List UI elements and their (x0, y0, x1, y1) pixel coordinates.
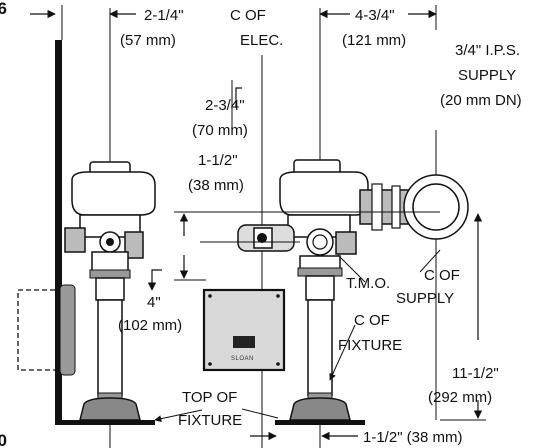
fixture-cl-line1: C OF (354, 312, 390, 329)
figure-number-top: 36 (0, 0, 7, 18)
hidden-fixture-outline (17, 289, 59, 371)
tmo-leader (337, 254, 366, 283)
supply-spec-line3: (20 mm DN) (440, 92, 522, 109)
dim-bottom-label: 1-1/2" (38 mm) (363, 429, 463, 446)
supply-spec-line2: SUPPLY (458, 67, 516, 84)
dim-4-3-4-metric: (121 mm) (342, 32, 406, 49)
supply-cl-line2: SUPPLY (396, 290, 454, 307)
dim-11-1-2-label: 11-1/2" (452, 365, 499, 382)
dim-4-label: 4" (147, 294, 161, 311)
tmo-label: T.M.O. (346, 275, 390, 292)
dim-2-3-4-metric: (70 mm) (192, 122, 248, 139)
dim-4-3-4-label: 4-3/4" (355, 7, 395, 24)
supply-spec-line1: 3/4" I.P.S. (455, 42, 520, 59)
elec-cl-line2: ELEC. (240, 32, 283, 49)
dim-2-1-4-label: 2-1/4" (144, 7, 184, 24)
sensor-window (233, 336, 255, 348)
dim-1-1-2-label: 1-1/2" (198, 152, 238, 169)
elec-cl-line1: C OF (230, 7, 266, 24)
supply-leader (419, 249, 441, 273)
dim-4-arrow (147, 269, 162, 291)
floor-left (55, 420, 155, 425)
figure-number-bottom: 30 (0, 431, 7, 448)
top-of-fixture-arrow (154, 409, 203, 423)
dim-1-1-2-metric: (38 mm) (188, 177, 244, 194)
dim-11-1-2-metric: (292 mm) (428, 389, 492, 406)
dim-4-metric: (102 mm) (118, 317, 182, 334)
supply-cl-line1: C OF (424, 267, 460, 284)
wall (55, 40, 62, 425)
dim-2-3-4-leader (235, 87, 242, 108)
electrical-box: SLOAN (202, 288, 286, 372)
fixture-leader (329, 324, 356, 381)
dim-2-3-4-label: 2-3/4" (205, 97, 245, 114)
top-of-fixture-line1: TOP OF (182, 389, 237, 406)
box-brand-label: SLOAN (231, 356, 254, 362)
fixture-cl-line2: FIXTURE (338, 337, 402, 354)
top-of-fixture-line2: FIXTURE (178, 412, 242, 429)
dim-2-1-4-metric: (57 mm) (120, 32, 176, 49)
left-flushometer (64, 161, 156, 421)
fixture-side (59, 284, 76, 376)
right-flushometer (237, 159, 469, 421)
top-of-fixture-leader (241, 408, 279, 419)
